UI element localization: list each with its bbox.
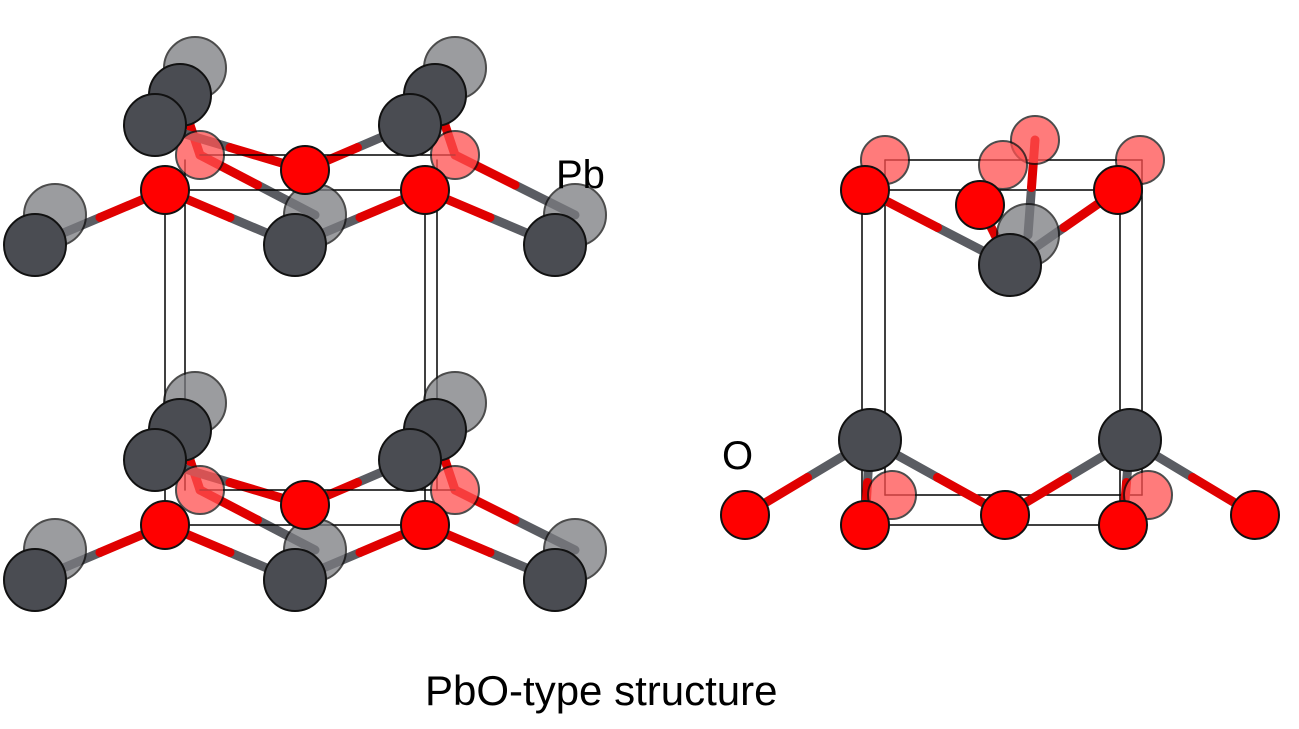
pb-atom [523, 548, 587, 612]
o-atom [175, 130, 225, 180]
pb-atom [3, 548, 67, 612]
o-atom [1230, 490, 1280, 540]
o-atom [840, 500, 890, 550]
o-atom [955, 180, 1005, 230]
pb-atom [3, 213, 67, 277]
o-atom [1098, 500, 1148, 550]
o-atom [430, 130, 480, 180]
o-atom [430, 465, 480, 515]
pb-atom [523, 213, 587, 277]
o-atom [980, 490, 1030, 540]
o-atom [280, 480, 330, 530]
o-atom [840, 165, 890, 215]
pb-atom [378, 93, 442, 157]
o-label: O [722, 434, 754, 478]
pb-atom [978, 233, 1042, 297]
pb-atom [123, 428, 187, 492]
o-atom [400, 500, 450, 550]
pb-atom [263, 213, 327, 277]
pb-label: Pb [556, 153, 605, 197]
o-atom [978, 140, 1028, 190]
o-atom [280, 145, 330, 195]
pb-atom [838, 408, 902, 472]
o-atom [720, 490, 770, 540]
o-atom [400, 165, 450, 215]
pb-atom [123, 93, 187, 157]
pb-atom [378, 428, 442, 492]
o-atom [175, 465, 225, 515]
o-atom [140, 500, 190, 550]
o-atom [1093, 165, 1143, 215]
pb-atom [263, 548, 327, 612]
diagram-title: PbO-type structure [425, 667, 778, 714]
o-atom [140, 165, 190, 215]
pb-atom [1098, 408, 1162, 472]
